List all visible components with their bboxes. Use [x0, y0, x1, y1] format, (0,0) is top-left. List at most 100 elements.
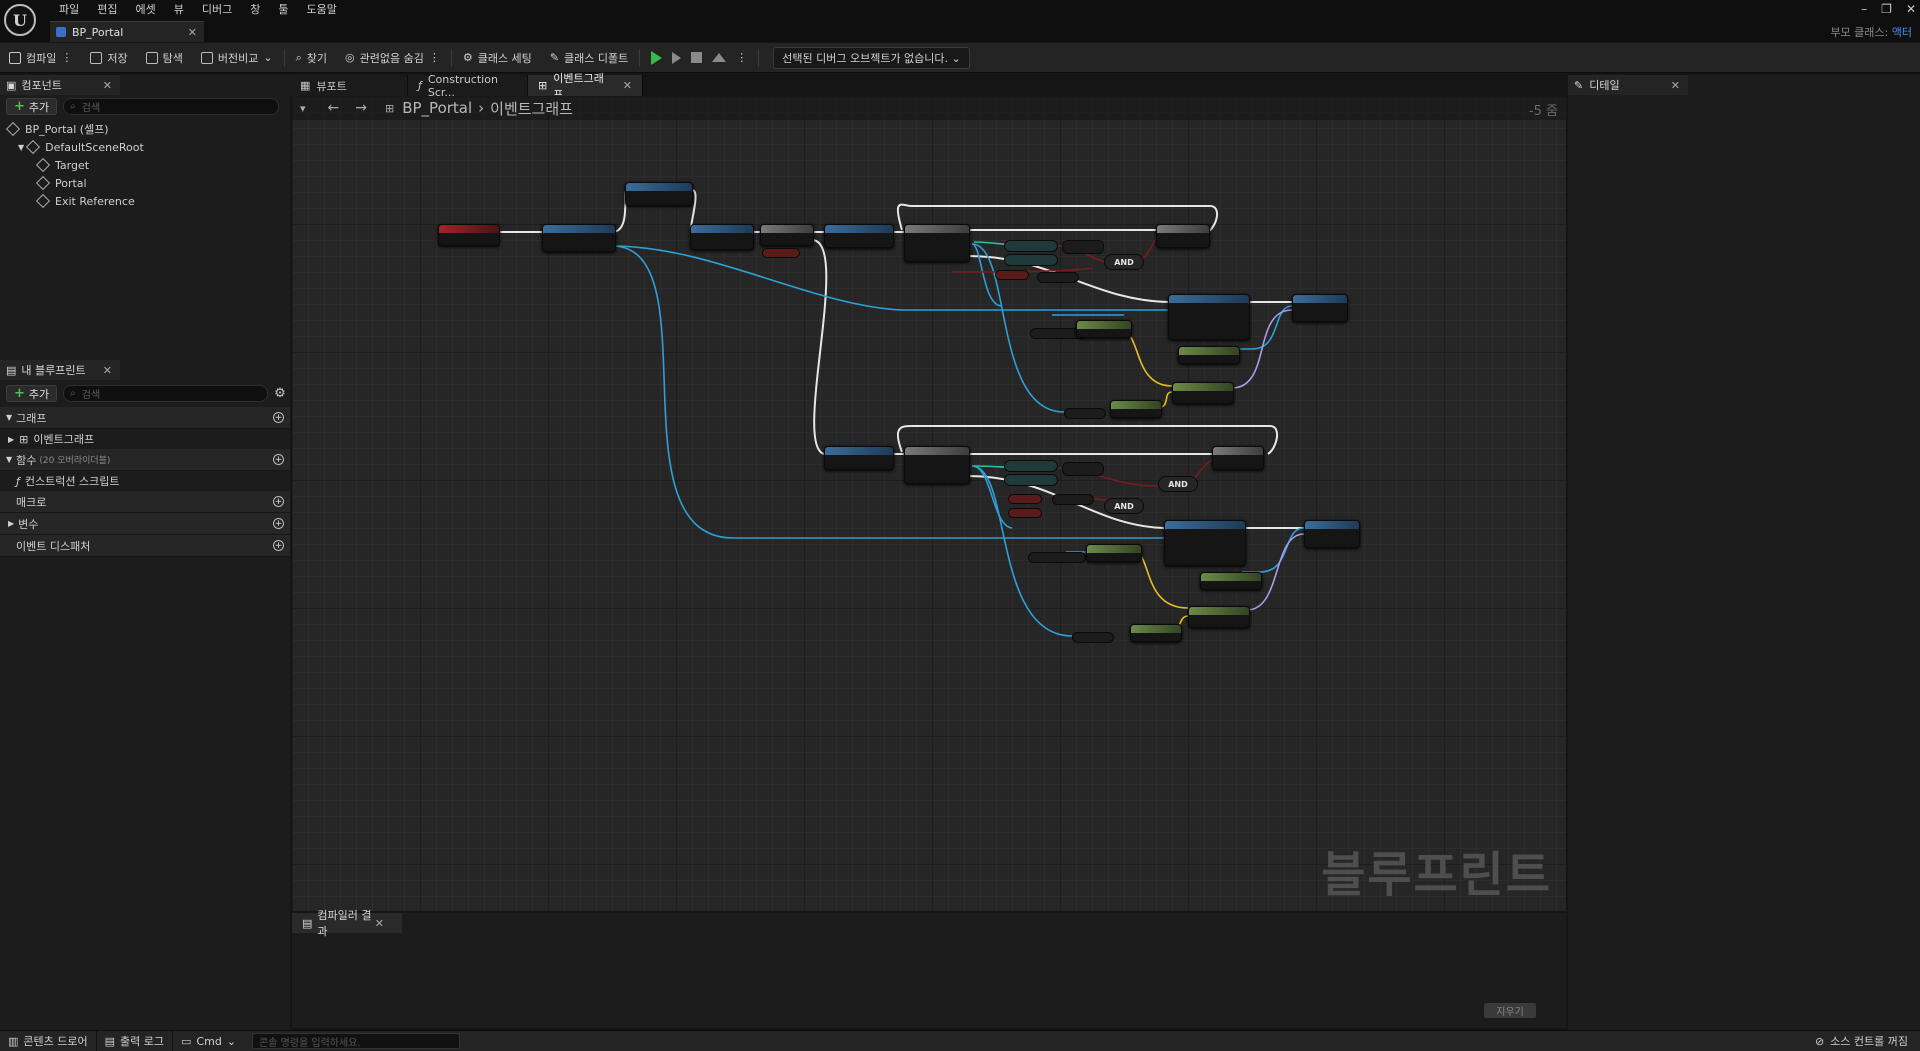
save-button[interactable]: 저장: [81, 46, 136, 70]
my-blueprint-tab[interactable]: ▤ 내 블루프린트 ✕: [0, 360, 120, 380]
hide-unrelated-button[interactable]: ◎ 관련없음 숨김 ⋮: [336, 46, 449, 70]
get-world-location-node[interactable]: [1130, 624, 1182, 642]
target-node[interactable]: [1064, 408, 1106, 419]
forward-arrow-icon[interactable]: →: [355, 100, 367, 116]
menu-debug[interactable]: 디버그: [201, 3, 233, 16]
tree-item-self[interactable]: BP_Portal (셀프): [5, 120, 288, 138]
find-look-at-rotation-node[interactable]: [1172, 382, 1234, 404]
add-function-icon[interactable]: +: [273, 454, 284, 465]
get-portal-name-node[interactable]: [1004, 474, 1058, 486]
bool-variable-node[interactable]: [995, 270, 1029, 280]
cast-node[interactable]: [542, 224, 616, 252]
not-node[interactable]: [1052, 494, 1094, 505]
get-portal-name-node[interactable]: [1004, 240, 1058, 252]
details-tab[interactable]: ✎ 디테일 ✕: [1568, 75, 1688, 95]
console-command-input[interactable]: 콘솔 명령을 입력하세요.: [252, 1033, 461, 1049]
section-functions[interactable]: ▼ 함수 (20 오버라이더블) +: [0, 449, 290, 471]
bookmark-icon[interactable]: ▾: [300, 101, 306, 115]
get-world-location-node[interactable]: [1076, 320, 1132, 338]
get-world-location-node[interactable]: [1086, 544, 1142, 562]
compiler-results-tab[interactable]: ▤ 컴파일러 결과 ✕: [292, 909, 402, 938]
tree-item-default-scene-root[interactable]: ▼ DefaultSceneRoot: [8, 138, 288, 156]
back-arrow-icon[interactable]: ←: [327, 100, 340, 116]
graph-item-event-graph[interactable]: ▶ ⊞ 이벤트그래프: [0, 429, 290, 449]
event-graph-canvas[interactable]: ▾ ← → ⊞ BP_Portal › 이벤트그래프 -5 줌: [292, 96, 1566, 911]
get-player-controller-node[interactable]: [1178, 346, 1240, 364]
add-variable-icon[interactable]: +: [273, 518, 284, 529]
find-button[interactable]: ⌕ 찾기: [287, 46, 336, 70]
components-tab[interactable]: ▣ 컴포넌트 ✕: [0, 75, 120, 95]
exit-reference-node[interactable]: [1028, 552, 1086, 563]
add-component-button[interactable]: + 추가: [6, 98, 58, 115]
close-icon[interactable]: ✕: [187, 25, 197, 39]
add-blueprint-item-button[interactable]: + 추가: [6, 385, 58, 402]
expand-arrow-icon[interactable]: ▶: [8, 434, 15, 444]
restore-icon[interactable]: ❐: [1881, 2, 1892, 16]
get-world-location-node[interactable]: [1110, 400, 1162, 418]
close-icon[interactable]: ✕: [622, 79, 632, 92]
close-icon[interactable]: ✕: [374, 916, 384, 930]
tab-event-graph[interactable]: ⊞ 이벤트그래프 ✕: [528, 72, 643, 101]
tree-item-target[interactable]: Target: [8, 156, 288, 174]
tab-construction-script[interactable]: ƒ Construction Scr...: [408, 73, 528, 99]
get-portal-name-node[interactable]: [1004, 254, 1058, 266]
set-control-rotation-node[interactable]: [1292, 294, 1348, 322]
step-icon[interactable]: [672, 51, 682, 64]
gear-icon[interactable]: ⚙: [274, 386, 286, 401]
tree-item-exit-reference[interactable]: Exit Reference: [8, 192, 288, 210]
cmd-select[interactable]: ▭ Cmd ⌄: [173, 1031, 244, 1051]
get-portal-name-node[interactable]: [1004, 460, 1058, 472]
eject-icon[interactable]: [712, 53, 727, 62]
and-node[interactable]: AND: [1104, 498, 1144, 514]
set-control-rotation-node[interactable]: [1304, 520, 1360, 548]
components-search-input[interactable]: ⌕ 검색: [63, 98, 280, 115]
menu-window[interactable]: 창: [250, 3, 261, 16]
more-options-icon[interactable]: ⋮: [61, 51, 73, 64]
branch-node[interactable]: [1212, 446, 1264, 470]
branch-node[interactable]: [1156, 224, 1210, 248]
class-defaults-button[interactable]: ✎ 클래스 디폴트: [541, 46, 637, 70]
parent-class-link[interactable]: 액터: [1891, 26, 1912, 39]
find-look-at-rotation-node[interactable]: [1188, 606, 1250, 628]
add-graph-icon[interactable]: +: [273, 412, 284, 423]
debug-object-select[interactable]: 선택된 디버그 오브젝트가 없습니다. ⌄: [773, 46, 970, 69]
not-node[interactable]: [1037, 272, 1079, 283]
and-node[interactable]: AND: [1158, 476, 1198, 492]
more-options-icon[interactable]: ⋮: [736, 51, 748, 64]
add-dispatcher-icon[interactable]: +: [273, 540, 284, 551]
tree-item-portal[interactable]: Portal: [8, 174, 288, 192]
tab-viewport[interactable]: ▦ 뷰포트: [290, 75, 408, 96]
get-all-actors-node[interactable]: [824, 446, 894, 470]
for-each-loop-node[interactable]: [904, 224, 970, 262]
menu-help[interactable]: 도움말: [306, 3, 337, 16]
set-actor-location-node[interactable]: [1168, 294, 1250, 340]
section-graphs[interactable]: ▼ 그래프 +: [0, 407, 290, 429]
browse-button[interactable]: 탐색: [137, 46, 192, 70]
my-blueprint-search-input[interactable]: ⌕ 검색: [63, 385, 269, 402]
clear-button[interactable]: 지우기: [1484, 1003, 1536, 1018]
stop-icon[interactable]: [691, 52, 703, 63]
get-player-controller-node[interactable]: [1200, 572, 1262, 590]
bool-variable-node[interactable]: [1008, 508, 1042, 518]
menu-asset[interactable]: 에셋: [135, 3, 156, 16]
section-variables[interactable]: ▶ 변수 +: [0, 513, 290, 535]
minimize-icon[interactable]: –: [1861, 2, 1868, 16]
equal-node[interactable]: [1062, 240, 1104, 254]
section-event-dispatchers[interactable]: 이벤트 디스패처 +: [0, 535, 290, 557]
close-icon[interactable]: ✕: [102, 363, 112, 377]
close-icon[interactable]: ✕: [1670, 78, 1680, 92]
close-icon[interactable]: ✕: [102, 78, 112, 92]
content-drawer-button[interactable]: ▥ 콘텐츠 드로어: [0, 1031, 97, 1051]
expand-arrow-icon[interactable]: ▼: [18, 142, 25, 152]
target-node[interactable]: [1072, 632, 1114, 643]
menu-edit[interactable]: 편집: [97, 3, 118, 16]
for-each-loop-node[interactable]: [904, 446, 970, 484]
play-sound-node[interactable]: [690, 224, 754, 250]
class-settings-button[interactable]: ⚙ 클래스 세팅: [454, 46, 541, 70]
function-item-construction-script[interactable]: ƒ 컨스트럭션 스크립트: [0, 471, 290, 491]
bool-variable-node[interactable]: [762, 248, 800, 258]
set-actor-location-node[interactable]: [1164, 520, 1246, 566]
diff-button[interactable]: 버전비교 ⌄: [192, 46, 282, 70]
more-options-icon[interactable]: ⋮: [428, 51, 440, 64]
event-begin-overlap-node[interactable]: [438, 224, 500, 246]
